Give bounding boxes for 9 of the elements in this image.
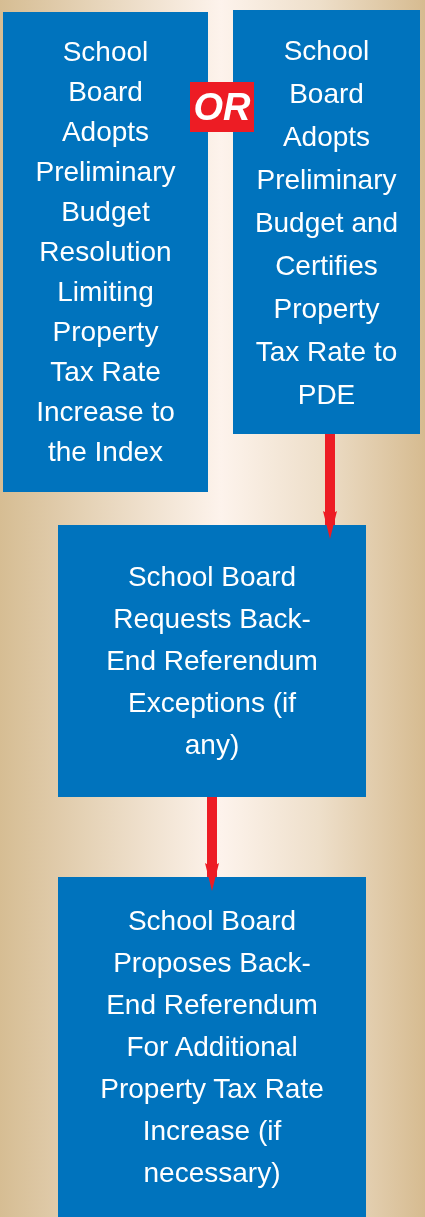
process-box bbox=[58, 877, 366, 1217]
arrow bbox=[205, 797, 219, 891]
step-text: School Board Requests Back-End Referendum Exceptions (if any) bbox=[105, 560, 319, 762]
or-text: OR bbox=[193, 85, 251, 129]
step-text: School Board Adopts Preliminary Budget and Certifies Property Tax Rate to PDE bbox=[253, 33, 400, 412]
step-text: School Board Adopts Preliminary Budget Resolution Limiting Property Tax Rate Increase to the Index bbox=[34, 35, 177, 469]
step-text: School Board Proposes Back-End Referendum For Additional Property Tax Rate Increase (if necessary) bbox=[99, 904, 325, 1190]
process-box bbox=[58, 525, 366, 797]
arrow bbox=[323, 434, 337, 539]
